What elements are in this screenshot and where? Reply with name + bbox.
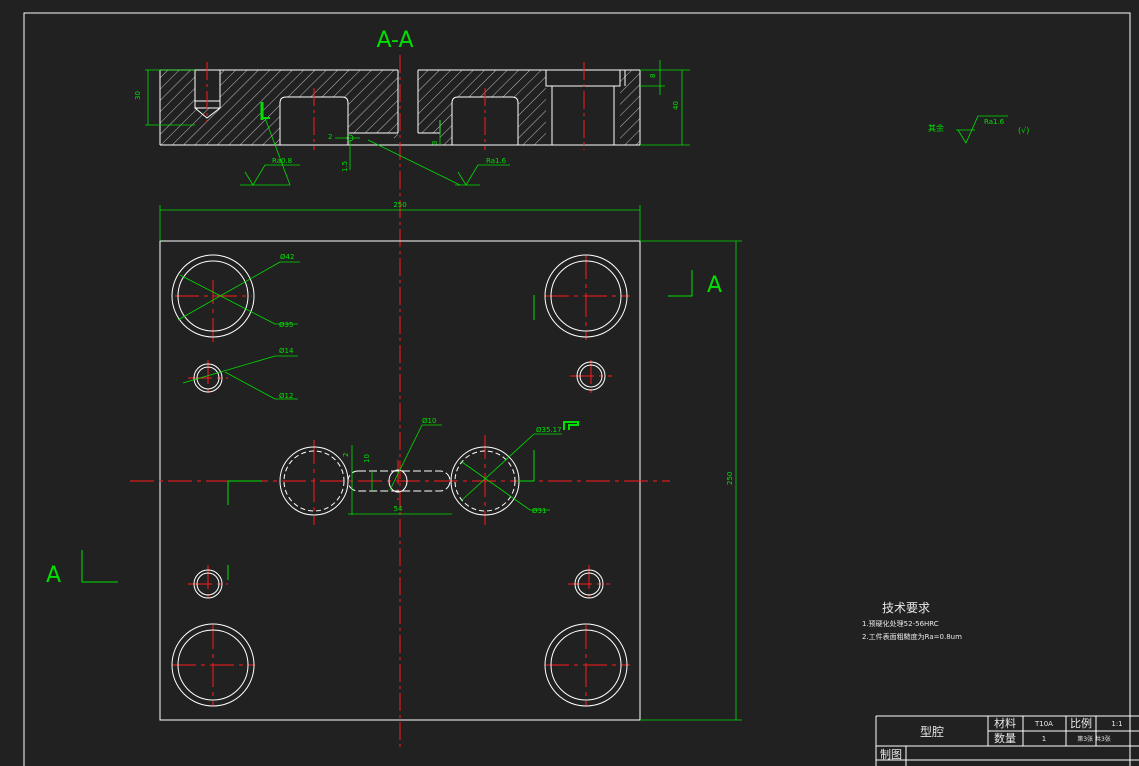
guide-hole-bottom-left-inner — [177, 629, 249, 701]
screw-hole-top-left-inner — [196, 366, 220, 390]
dim-dia10: Ø10 — [422, 417, 436, 425]
guide-hole-bottom-left-outer — [171, 623, 255, 707]
cavity-left-inner — [283, 450, 345, 512]
guide-hole-top-left-outer — [171, 254, 255, 338]
tech-req-line-2: 2.工件表面粗糙度为Ra=0.8um — [862, 632, 962, 641]
dim-dia14: Ø14 — [279, 347, 294, 355]
dim-250-width: 250 — [393, 201, 406, 209]
sheet-info: 第3张 共3张 — [1077, 735, 1111, 743]
dim-8: 8 — [649, 74, 657, 78]
screw-hole-bottom-left-inner — [196, 572, 220, 596]
dim-54: 54 — [394, 505, 403, 513]
material-label: 材料 — [994, 716, 1016, 730]
dim-250-height: 250 — [726, 472, 734, 485]
drawn-by-label: 制图 — [880, 748, 902, 761]
holes — [171, 254, 628, 707]
part-name: 型腔 — [920, 724, 944, 739]
dim-dia35: Ø35 — [279, 321, 293, 329]
plan-view: 250 250 — [46, 201, 742, 721]
roughness-others: 其余 Ra1.6 (√) — [928, 115, 1029, 144]
guide-hole-top-left-inner — [177, 260, 249, 332]
gate-hole — [388, 469, 408, 493]
roughness-ra08: Ra0.8 — [240, 117, 300, 186]
roughness-ra16-section: Ra1.6 — [367, 139, 510, 186]
dim-1-5: 1.5 — [341, 161, 349, 172]
guide-hole-top-right-outer — [544, 254, 628, 338]
material-value: T10A — [1034, 720, 1053, 728]
guide-hole-bottom-right-inner — [550, 629, 622, 701]
dim-40: 40 — [672, 101, 680, 110]
scale-value: 1:1 — [1111, 720, 1122, 728]
plan-dimensions: 250 250 — [159, 201, 742, 721]
quantity-label: 数量 — [994, 732, 1016, 745]
dim-30: 30 — [134, 91, 142, 100]
svg-text:其余: 其余 — [928, 123, 944, 133]
section-view-a-a: A-A — [134, 28, 690, 750]
cavity-right-inner — [454, 450, 516, 512]
tech-req-line-1: 1.预硬化处理52-56HRC — [862, 619, 939, 628]
technical-requirements: 技术要求 1.预硬化处理52-56HRC 2.工件表面粗糙度为Ra=0.8um — [862, 601, 962, 641]
quantity-value: 1 — [1042, 735, 1046, 743]
screw-hole-bottom-left-outer — [193, 569, 223, 599]
screw-hole-top-left-outer — [193, 363, 223, 393]
cutting-plane-marks: A A — [46, 270, 722, 588]
section-dimensions: 30 40 8 2 1.5 3 — [134, 60, 690, 172]
screw-hole-bottom-right-outer — [574, 569, 604, 599]
screw-hole-top-right-outer — [576, 361, 606, 391]
dim-dia12: Ø12 — [279, 392, 293, 400]
svg-text:(√): (√) — [1018, 126, 1029, 135]
scale-label: 比例 — [1070, 716, 1092, 730]
section-outline — [159, 69, 641, 146]
runner-slot — [347, 470, 451, 492]
guide-hole-bottom-right-outer — [544, 623, 628, 707]
screw-hole-bottom-right-inner — [577, 572, 601, 596]
svg-text:Ra1.6: Ra1.6 — [984, 118, 1005, 126]
screw-hole-top-right-inner — [579, 364, 603, 388]
dim-dia42: Ø42 — [280, 253, 294, 261]
section-marker-left: A — [46, 563, 61, 588]
hole-dimension-leaders: Ø42 Ø35 Ø14 Ø12 Ø10 Ø35.17 Ø31 2 10 — [177, 253, 579, 515]
dim-10: 10 — [363, 454, 371, 463]
section-marker-right: A — [707, 273, 722, 298]
drawing-frame — [23, 12, 1131, 766]
dim-dia31: Ø31 — [532, 507, 546, 515]
dim-3: 3 — [431, 141, 439, 145]
dim-2-section: 2 — [328, 133, 332, 141]
guide-hole-top-right-inner — [550, 260, 622, 332]
svg-text:Ra0.8: Ra0.8 — [272, 157, 292, 165]
dim-2-plan: 2 — [342, 453, 350, 457]
title-block: 型腔 材料 T10A 比例 1:1 数量 1 第3张 共3张 制图 — [875, 715, 1139, 766]
section-centerlines — [206, 55, 585, 750]
tech-req-title: 技术要求 — [882, 601, 930, 615]
svg-text:Ra1.6: Ra1.6 — [486, 157, 507, 165]
dim-dia35-17: Ø35.17 — [536, 426, 562, 434]
section-title: A-A — [376, 28, 413, 53]
